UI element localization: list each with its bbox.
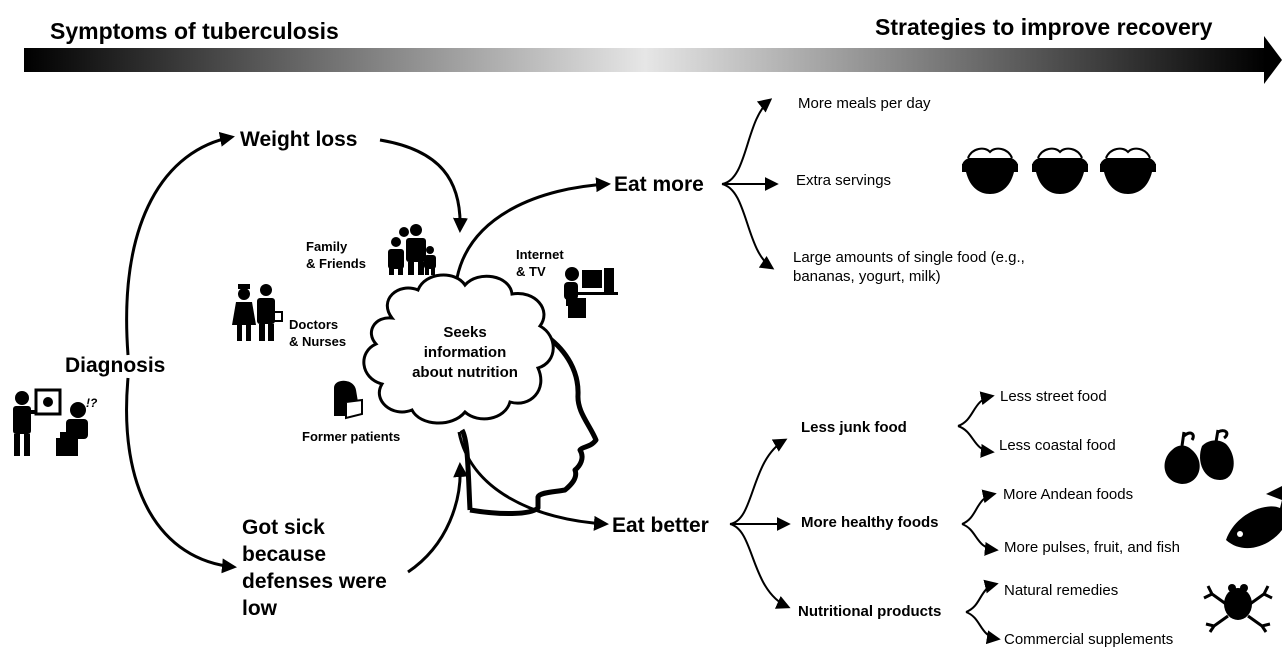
got-sick-line: defenses were — [242, 570, 387, 593]
eat-more-branches — [721, 98, 779, 270]
got-sick-line: Got sick — [242, 516, 325, 539]
healthy-foods-option: More Andean foods — [1003, 486, 1134, 503]
weight-loss-label: Weight loss — [240, 128, 358, 151]
rice-bowl-icon — [962, 147, 1156, 194]
eat-better-label: Eat better — [612, 514, 709, 537]
doctor-patient-icon — [13, 388, 88, 456]
cloud-text: Seeks information about nutrition — [400, 323, 530, 383]
internet-tv-label: Internet & TV — [516, 246, 564, 280]
eat-more-option: More meals per day — [798, 95, 931, 112]
family-line: Family — [306, 239, 348, 254]
cloud-line: about nutrition — [412, 364, 518, 381]
fruit-icon — [1164, 429, 1234, 484]
cloud-line: Seeks — [443, 324, 487, 341]
nutritional-products-label: Nutritional products — [798, 603, 942, 620]
arrow-weight-loss-to-head — [379, 138, 468, 233]
family-icon — [388, 224, 436, 275]
family-friends-label: Family & Friends — [306, 238, 366, 272]
doctor-nurse-icon — [232, 284, 283, 341]
doctors-line: Doctors — [289, 317, 339, 332]
left-header-title: Symptoms of tuberculosis — [50, 18, 339, 44]
healthy-foods-branches — [961, 489, 999, 556]
eat-more-label: Eat more — [614, 173, 704, 196]
junk-food-option: Less coastal food — [999, 437, 1116, 454]
frog-icon — [1203, 584, 1273, 633]
more-healthy-foods-label: More healthy foods — [801, 514, 939, 531]
head-silhouette — [469, 314, 599, 517]
progress-arrow-band — [24, 36, 1282, 84]
got-sick-label: Got sick because defenses were low — [242, 514, 387, 622]
internet-line: Internet — [516, 247, 564, 262]
junk-food-option: Less street food — [1000, 388, 1107, 405]
eat-better-branches — [729, 438, 791, 609]
got-sick-line: because — [242, 543, 327, 566]
internet-line: & TV — [516, 264, 546, 279]
products-option: Natural remedies — [1004, 582, 1119, 599]
right-header-title: Strategies to improve recovery — [875, 14, 1213, 40]
eat-more-option-line: bananas, yogurt, milk) — [793, 268, 941, 285]
former-patients-label: Former patients — [302, 429, 401, 444]
eat-more-option: Extra servings — [796, 172, 892, 189]
junk-food-branches — [957, 391, 995, 458]
products-option: Commercial supplements — [1004, 631, 1174, 648]
doctors-nurses-label: Doctors & Nurses — [289, 316, 346, 350]
cloud-line: information — [423, 344, 507, 361]
masked-patient-icon — [334, 380, 363, 420]
products-branches — [965, 579, 1001, 645]
family-line: & Friends — [306, 256, 366, 271]
eat-more-option-line: Large amounts of single food (e.g., — [793, 249, 1025, 266]
exclaim-mark: !? — [86, 396, 98, 410]
arrow-got-sick-to-head — [407, 462, 469, 574]
healthy-foods-option: More pulses, fruit, and fish — [1004, 539, 1180, 556]
diagnosis-label: Diagnosis — [65, 354, 166, 377]
fish-icon — [1226, 486, 1282, 549]
arrow-head-to-eat-more — [455, 177, 611, 279]
arrow-diagnosis-to-got-sick — [125, 377, 237, 574]
eat-more-option: Large amounts of single food (e.g., bana… — [793, 248, 1025, 286]
got-sick-line: low — [242, 597, 277, 620]
doctors-line: & Nurses — [289, 334, 347, 349]
computer-user-icon — [564, 267, 618, 318]
less-junk-food-label: Less junk food — [801, 419, 907, 436]
thought-cloud — [362, 273, 555, 425]
arrow-diagnosis-to-weight-loss — [125, 131, 235, 356]
